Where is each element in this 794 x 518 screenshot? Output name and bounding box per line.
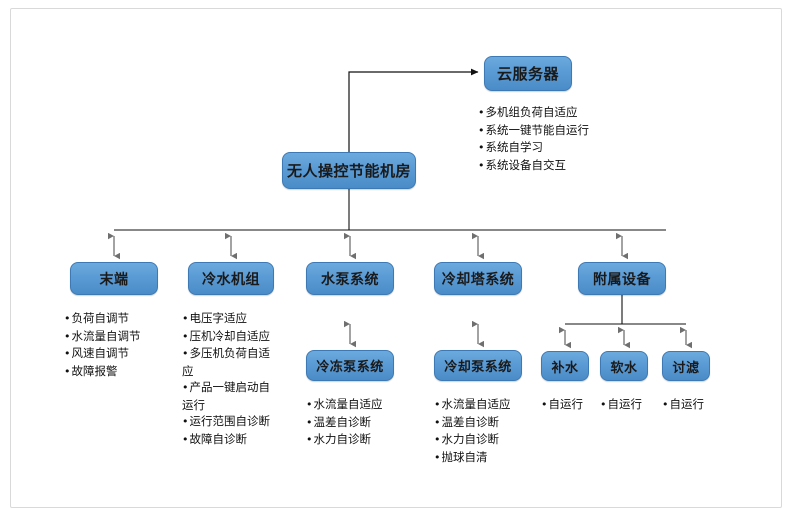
bullets-terminal: 负荷自调节水流量自调节风速自调节故障报警 <box>64 310 174 380</box>
bullet-item: 水流量自适应 <box>306 396 416 414</box>
bullets-chilled-pump-system: 水流量自适应温差自诊断水力自诊断 <box>306 396 416 449</box>
bullet-item: 多机组负荷自适应 <box>478 104 628 122</box>
connector-main-to-cloud <box>348 68 479 152</box>
bullet-item: 水力自诊断 <box>306 431 416 449</box>
bullet-item: 自运行 <box>600 396 660 414</box>
bullet-item: 自运行 <box>541 396 601 414</box>
bullet-item: 产品一键启动自运行 <box>182 379 274 413</box>
node-makeup-water[interactable]: 补水 <box>541 351 589 381</box>
bullet-item: 水力自诊断 <box>434 431 544 449</box>
bullets-makeup-water: 自运行 <box>541 396 601 414</box>
bullet-item: 水流量自适应 <box>434 396 544 414</box>
bullets-cloud-server: 多机组负荷自适应系统一键节能自运行系统自学习系统设备自交互 <box>478 104 628 174</box>
bullet-item: 系统自学习 <box>478 139 628 157</box>
bullet-item: 压机冷却自适应 <box>182 328 274 346</box>
bullet-item: 温差自诊断 <box>434 414 544 432</box>
bullet-item: 负荷自调节 <box>64 310 174 328</box>
bullets-cooling-pump-system: 水流量自适应温差自诊断水力自诊断抛球自清 <box>434 396 544 466</box>
node-main-unmanned-room[interactable]: 无人操控节能机房 <box>282 152 416 189</box>
bullet-item: 温差自诊断 <box>306 414 416 432</box>
bullet-item: 风速自调节 <box>64 345 174 363</box>
node-chilled-pump-system[interactable]: 冷冻泵系统 <box>306 350 394 381</box>
node-terminal[interactable]: 末端 <box>70 262 158 295</box>
bullet-item: 系统设备自交互 <box>478 157 628 175</box>
bullet-item: 运行范围自诊断 <box>182 413 274 431</box>
bullet-item: 多压机负荷自适应 <box>182 345 274 379</box>
node-chiller-unit[interactable]: 冷水机组 <box>188 262 274 295</box>
node-filter[interactable]: 讨滤 <box>662 351 710 381</box>
connector-main-to-bus <box>114 189 666 231</box>
node-cooling-pump-system[interactable]: 冷却泵系统 <box>434 350 522 381</box>
bullet-item: 故障报警 <box>64 363 174 381</box>
connector-bus-drops <box>108 232 628 260</box>
node-pump-system[interactable]: 水泵系统 <box>306 262 394 295</box>
bullet-item: 系统一键节能自运行 <box>478 122 628 140</box>
bullet-item: 电压字适应 <box>182 310 274 328</box>
node-cloud-server[interactable]: 云服务器 <box>484 56 572 91</box>
connector-aux-to-bus <box>565 295 686 325</box>
bullets-chiller-unit: 电压字适应压机冷却自适应多压机负荷自适应产品一键启动自运行运行范围自诊断故障自诊… <box>182 310 274 448</box>
bullets-filter: 自运行 <box>662 396 722 414</box>
node-auxiliary-equipment[interactable]: 附属设备 <box>578 262 666 295</box>
node-cooling-tower-system[interactable]: 冷却塔系统 <box>434 262 522 295</box>
bullets-soft-water: 自运行 <box>600 396 660 414</box>
connector-aux-drops <box>559 326 692 349</box>
node-soft-water[interactable]: 软水 <box>600 351 648 381</box>
bullet-item: 抛球自清 <box>434 449 544 467</box>
bullet-item: 水流量自调节 <box>64 328 174 346</box>
bullet-item: 自运行 <box>662 396 722 414</box>
bullet-item: 故障自诊断 <box>182 431 274 449</box>
